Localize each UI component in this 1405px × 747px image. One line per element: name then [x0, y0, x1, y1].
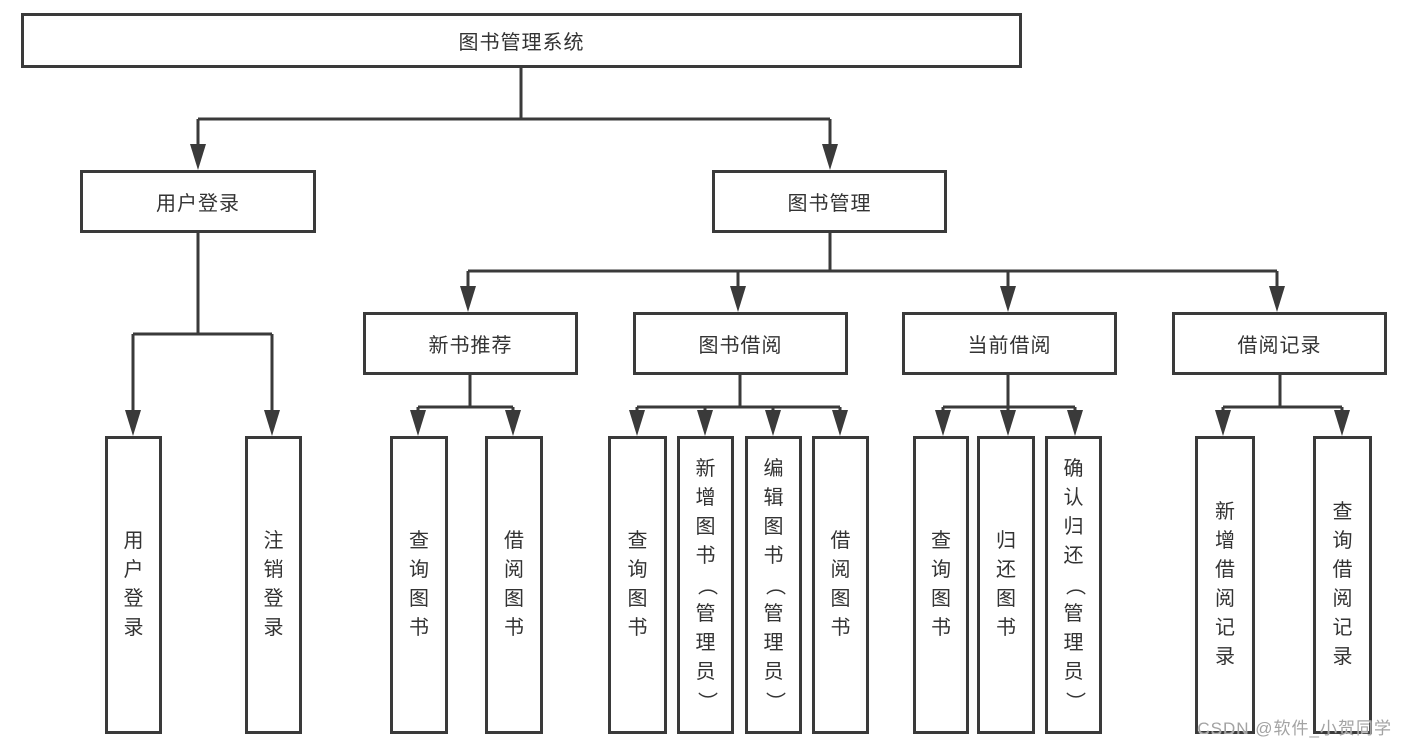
edge-borrow-records-to-leaves [1221, 375, 1344, 416]
leaf-borrow-books: 借阅图书 [812, 436, 869, 734]
node-root-system: 图书管理系统 [21, 13, 1022, 68]
leaf-borrow-books-recommend: 借阅图书 [485, 436, 543, 734]
edge-current-borrow-to-leaves [941, 375, 1077, 416]
edge-book-borrow-to-leaves [635, 375, 842, 416]
leaf-logout: 注销登录 [245, 436, 302, 734]
edge-book-mgmt-to-level3 [466, 233, 1279, 292]
edge-root-to-level2 [196, 68, 832, 152]
node-borrow-records: 借阅记录 [1172, 312, 1387, 375]
leaf-edit-book-admin: 编辑图书（管理员） [745, 436, 802, 734]
node-book-management: 图书管理 [712, 170, 947, 233]
leaf-query-books-borrow: 查询图书 [608, 436, 667, 734]
leaf-user-login: 用户登录 [105, 436, 162, 734]
arrowheads [125, 144, 1350, 436]
node-user-login: 用户登录 [80, 170, 316, 233]
node-new-book-recommend: 新书推荐 [363, 312, 578, 375]
node-current-borrow: 当前借阅 [902, 312, 1117, 375]
edge-user-login-to-leaves [131, 233, 274, 416]
leaf-query-borrow-record: 查询借阅记录 [1313, 436, 1372, 734]
leaf-add-book-admin: 新增图书（管理员） [677, 436, 734, 734]
leaf-query-books-recommend: 查询图书 [390, 436, 448, 734]
leaf-query-books-current: 查询图书 [913, 436, 969, 734]
edge-new-book-to-leaves [416, 375, 515, 416]
leaf-add-borrow-record: 新增借阅记录 [1195, 436, 1255, 734]
csdn-watermark: CSDN @软件_小贺同学 [1197, 719, 1392, 738]
leaf-confirm-return-admin: 确认归还（管理员） [1045, 436, 1102, 734]
leaf-return-book: 归还图书 [977, 436, 1035, 734]
node-book-borrow: 图书借阅 [633, 312, 848, 375]
